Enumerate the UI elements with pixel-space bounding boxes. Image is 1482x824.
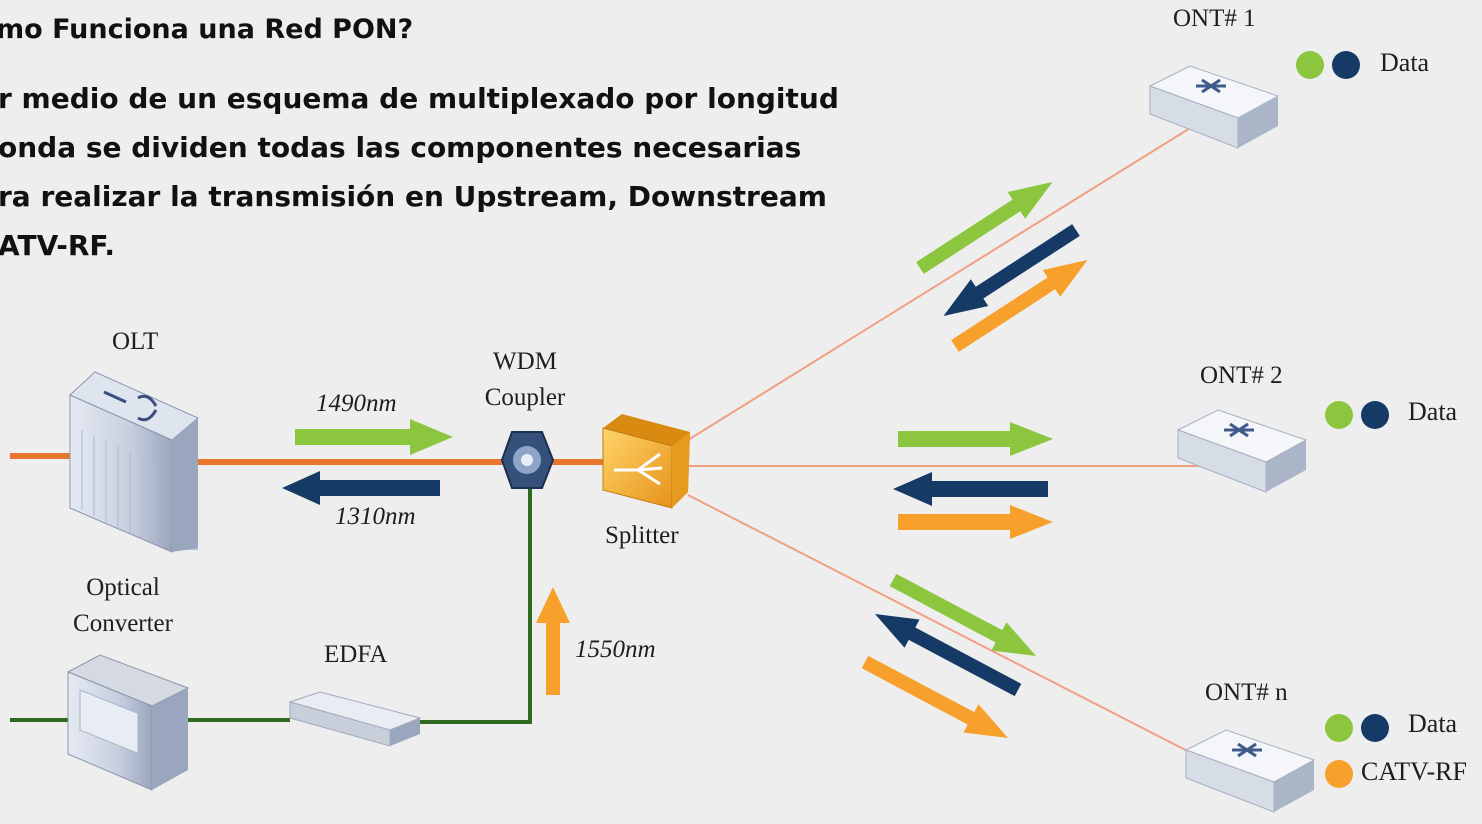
ontn-legend-catv: CATV-RF [1361,757,1467,786]
ont1-upstream-arrow [943,224,1080,317]
slide-body-line-4: ATV-RF. [0,229,116,262]
edfa-to-wdm-fiber [420,485,532,724]
wdm-coupler-label: WDM Coupler [484,348,566,411]
drop-fiber-ont1 [687,124,1196,441]
ont1-device [1148,65,1280,149]
ontn-legend-data: Data [1408,709,1458,738]
ont2-data-navy-dot [1361,401,1389,429]
slide-body-line-1: r medio de un esquema de multiplexado po… [0,82,839,115]
wdm-coupler-device [500,431,555,489]
splitter-icon [614,452,663,486]
ontn-data-green-dot [1325,714,1353,742]
splitter-label: Splitter [605,522,679,549]
ontn-device [1184,729,1316,813]
optical-converter-label: Optical Converter [73,574,173,637]
slide-body-line-3: ra realizar la transmisión en Upstream, … [0,180,827,213]
ont2-device [1176,409,1308,493]
ont2-upstream-arrow [893,472,1048,506]
ont2-catv-arrow [898,505,1053,539]
ont2-label: ONT# 2 [1200,362,1283,389]
downstream-arrow-1490 [295,419,453,455]
ontn-data-navy-dot [1361,714,1389,742]
ont1-label: ONT# 1 [1173,5,1256,32]
ont1-data-green-dot [1296,51,1324,79]
ont1-logo-icon [1196,78,1226,94]
edfa-label: EDFA [324,641,388,668]
upstream-arrow-1310 [282,471,440,505]
wavelength-1310-label: 1310nm [335,503,416,530]
olt-logo-icon [103,390,158,422]
olt-device [69,371,199,553]
ont1-legend-data: Data [1380,48,1430,77]
ont2-logo-icon [1224,422,1254,438]
ontn-catv-orange-dot [1325,760,1353,788]
slide-heading: mo Funciona una Red PON? [0,14,414,45]
slide-body-line-2: onda se dividen todas las componentes ne… [0,131,802,164]
ontn-catv-arrow [861,655,1009,739]
wavelength-1550-label: 1550nm [575,636,656,663]
ontn-upstream-arrow [874,613,1022,697]
ont1-data-navy-dot [1332,51,1360,79]
ont2-downstream-arrow [898,422,1053,456]
drop-fiber-ontn [687,494,1206,761]
ontn-logo-icon [1232,742,1262,758]
ont1-catv-arrow [951,259,1088,352]
ont2-data-green-dot [1325,401,1353,429]
splitter-device [602,414,690,509]
olt-label: OLT [112,328,159,355]
wavelength-1490-label: 1490nm [316,390,397,417]
ontn-downstream-arrow [889,573,1037,657]
optical-converter-device [66,654,190,791]
ontn-label: ONT# n [1205,679,1288,706]
ont2-legend-data: Data [1408,397,1458,426]
catv-arrow-1550 [536,587,570,695]
edfa-device [288,691,422,747]
ont1-downstream-arrow [916,181,1053,274]
